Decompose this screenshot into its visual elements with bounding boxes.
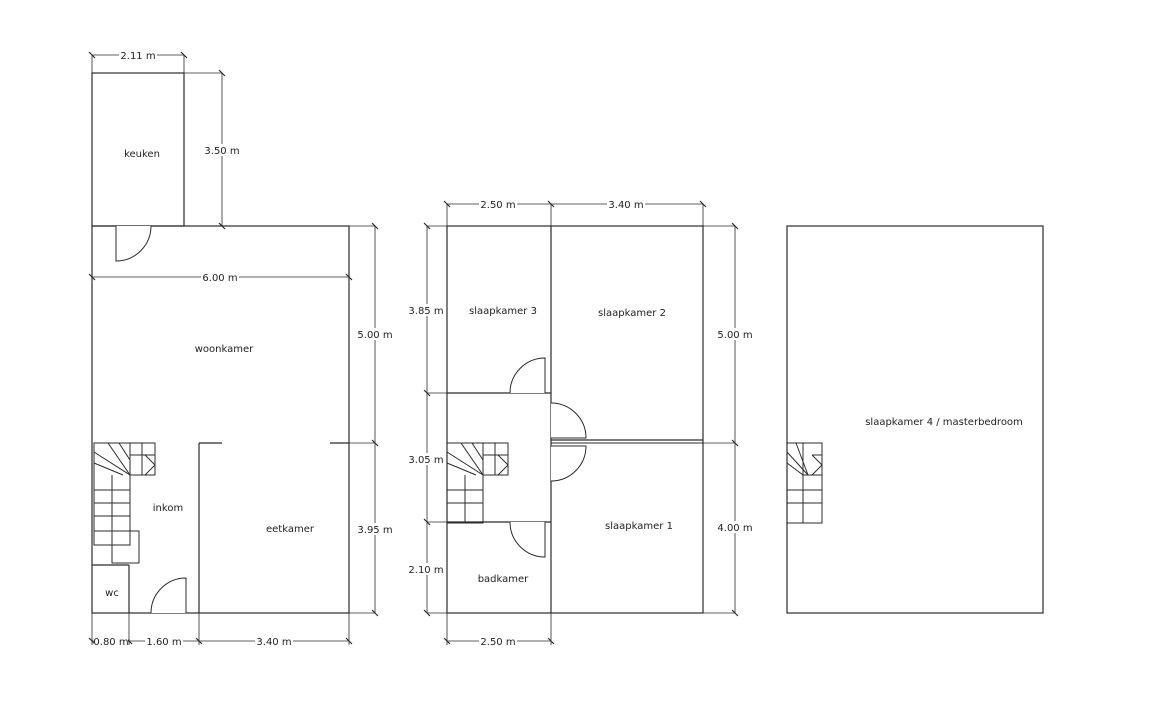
dim-top-left-width: 2.50 m	[480, 200, 515, 211]
dim-lower-depth: 3.95 m	[357, 525, 392, 536]
dim-top-right-width: 3.40 m	[608, 200, 643, 211]
first-floor-outline	[446, 225, 704, 614]
first-floor-plan: 2.50 m 3.40 m 3.85 m 3.05 m 2.10 m 5.00 …	[408, 198, 754, 648]
room-eetkamer: eetkamer	[266, 524, 315, 535]
dim-right-bottom: 4.00 m	[717, 523, 752, 534]
room-woonkamer: woonkamer	[195, 344, 254, 355]
dim-keuken-width: 2.11 m	[120, 51, 155, 62]
room-slaapkamer4: slaapkamer 4 / masterbedroom	[865, 417, 1023, 428]
door-inkom	[150, 577, 187, 614]
door-slaapkamer3	[509, 357, 546, 394]
room-wc: wc	[105, 588, 119, 599]
door-keuken	[115, 225, 152, 262]
room-badkamer: badkamer	[478, 574, 529, 585]
dim-left-top: 3.85 m	[408, 306, 443, 317]
room-slaapkamer3: slaapkamer 3	[469, 306, 537, 317]
dim-right-top: 5.00 m	[717, 330, 752, 341]
stairs-attic	[786, 442, 823, 524]
door-slaapkamer2	[550, 402, 587, 439]
room-keuken: keuken	[124, 149, 160, 160]
dim-wc-width: 0.80 m	[93, 637, 128, 648]
attic-outline	[786, 225, 1044, 614]
stairs-ground	[93, 442, 156, 564]
stairs-first	[446, 442, 509, 524]
dim-left-mid: 3.05 m	[408, 455, 443, 466]
attic-plan: slaapkamer 4 / masterbedroom	[786, 225, 1044, 614]
room-slaapkamer1: slaapkamer 1	[605, 521, 673, 532]
dim-keuken-depth: 3.50 m	[204, 146, 239, 157]
door-slaapkamer1	[550, 445, 587, 482]
door-badkamer	[509, 521, 546, 558]
dim-eetkamer-width: 3.40 m	[256, 637, 291, 648]
dim-inkom-width: 1.60 m	[146, 637, 181, 648]
ground-floor-outline	[91, 225, 350, 614]
dim-bottom-width: 2.50 m	[480, 637, 515, 648]
first-dimensions	[423, 200, 739, 645]
dim-total-width: 6.00 m	[202, 273, 237, 284]
ground-floor-plan: 2.11 m 3.50 m 6.00 m 5.00 m 3.95 m 0.80 …	[88, 49, 394, 648]
dim-left-bottom: 2.10 m	[408, 565, 443, 576]
dim-upper-depth: 5.00 m	[357, 330, 392, 341]
room-slaapkamer2: slaapkamer 2	[598, 308, 666, 319]
room-inkom: inkom	[153, 503, 183, 514]
